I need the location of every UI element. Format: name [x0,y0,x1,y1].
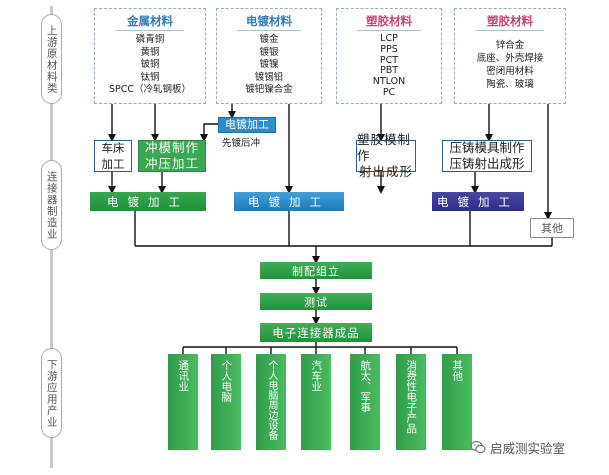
app-automotive: 汽车业 [301,354,331,450]
app-label: 消费性电子产品 [405,360,418,434]
process-stamping-line: 冲模制作 [144,140,199,155]
watermark-text: 启威测实验室 [490,440,566,456]
material-item: LCP [380,33,398,44]
other-box: 其他 [530,218,574,238]
flow-testing: 测试 [260,293,372,310]
app-pc: 个人电脑 [211,354,241,450]
process-plastic-line: 塑胶模制作 [357,132,412,163]
material-item: PC [382,86,396,98]
material-item: 磷青铜 [135,34,165,45]
stage-midstream: 连接器制造业 [41,160,62,250]
material-plating: 电镀材料 镀金 镀银 镀镍 镀锡铅 镀钯镍合金 [216,8,322,104]
app-telecom: 通讯业 [168,354,198,450]
process-lathe-line: 加工 [101,157,125,171]
plating-bar-blue: 电镀加工 [234,192,344,211]
process-plastic-line: 射出成形 [358,164,413,179]
material-item: 镀钯镍合金 [245,84,293,95]
material-item: 底座、外壳焊接 [476,53,544,64]
material-item: PBT [379,65,399,77]
material-item: 密闭用材料 [486,66,534,77]
stage-upstream: 上游原材料类 [41,14,62,104]
flow-finished-product: 电子连接器成品 [260,323,372,342]
app-consumer-electronics: 消费性电子产品 [396,354,426,450]
material-diecast: 塑胶材料 锌合金 底座、外壳焊接 密闭用材料 陶瓷、玻璃 [454,8,566,104]
stage-downstream-label: 下游应用产业 [45,358,58,428]
app-label: 其他 [451,360,464,381]
app-label: 个人电脑 [220,360,233,402]
stage-upstream-label: 上游原材料类 [45,24,58,94]
process-plating: 电镀加工 [218,117,276,133]
process-diecast-line: 压铸模具制作 [449,140,525,155]
app-label: 个人电脑周边设备 [266,360,277,440]
process-plating-label: 电镀加工 [225,118,269,131]
process-stamping: 冲模制作 冲压加工 [138,140,206,172]
material-plastic: 塑胶材料 LCP PPS PCT PBT NTLON PC [336,8,442,104]
plating-bar-purple: 电镀加工 [432,192,524,211]
material-item: SPCC（冷轧钢板） [108,84,192,95]
wechat-icon [470,440,486,454]
process-stamping-line: 冲压加工 [144,156,199,171]
app-label: 汽车业 [310,360,323,392]
process-lathe-line: 车床 [101,141,125,155]
material-item: 镀银 [259,46,279,58]
material-diecast-title: 塑胶材料 [475,13,545,31]
app-pc-peripherals: 个人电脑周边设备 [256,354,286,450]
material-plating-title: 电镀材料 [236,13,302,31]
material-item: 锌合金 [495,40,525,51]
arrow-process-to-stamping [200,123,218,142]
material-metal-title: 金属材料 [115,13,185,31]
material-item: 陶瓷、玻璃 [486,79,534,90]
stage-midstream-label: 连接器制造业 [45,170,58,240]
stage-downstream: 下游应用产业 [41,348,62,438]
material-item: NTLON [372,76,406,88]
flow-assembly: 制配组立 [260,262,372,279]
material-item: PPS [380,43,398,55]
plating-note: 先镀后冲 [222,138,261,149]
process-diecast-line: 压铸射出成形 [449,156,525,171]
material-item: 钛铜 [140,71,160,83]
process-lathe: 车床 加工 [94,140,132,172]
material-item: 镀金 [259,34,279,45]
material-item: 镀锡铅 [254,71,284,83]
watermark: 启威测实验室 [470,436,565,458]
material-item: 黄铜 [140,46,160,58]
material-item: 铍铜 [140,59,160,70]
material-item: 镀镍 [259,59,279,70]
app-other: 其他 [442,354,472,450]
process-plastic: 塑胶模制作 射出成形 [356,132,416,179]
material-plastic-title: 塑胶材料 [356,13,422,31]
material-metal: 金属材料 磷青铜 黄铜 铍铜 钛铜 SPCC（冷轧钢板） [94,8,206,104]
app-label: 航太、军事 [359,360,372,413]
app-aerospace-military: 航太、军事 [350,354,380,450]
app-label: 通讯业 [177,360,190,392]
plating-bar-green: 电镀加工 [90,192,206,211]
process-diecast: 压铸模具制作 压铸射出成形 [442,140,532,172]
material-item: PCT [379,54,399,66]
